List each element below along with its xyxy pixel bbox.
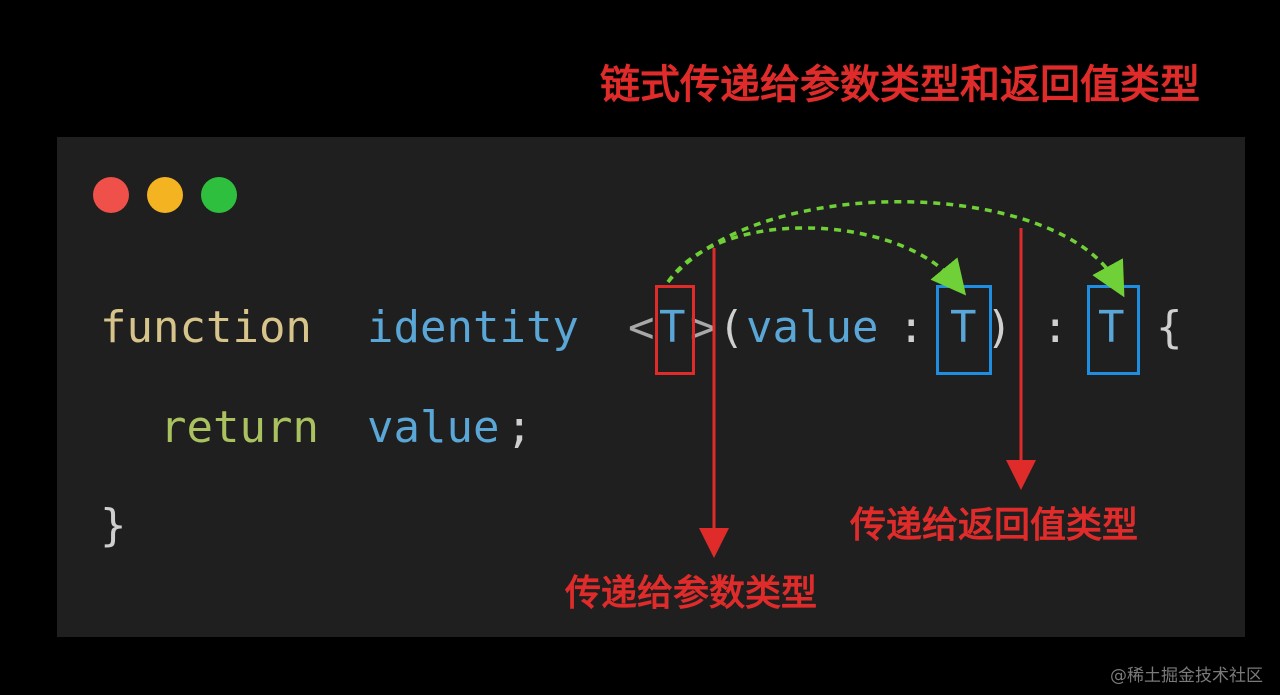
- keyword-function: function: [100, 302, 312, 353]
- code-window: [57, 137, 1245, 637]
- return-colon: :: [1042, 302, 1069, 353]
- return-type: T: [1098, 302, 1125, 353]
- keyword-return: return: [160, 402, 319, 453]
- brace-close: }: [100, 500, 127, 551]
- generic-type-highlight-box: [655, 285, 695, 375]
- paren-open: (: [718, 302, 745, 353]
- function-name: identity: [367, 302, 579, 353]
- arrow-generic-to-param: [666, 226, 967, 296]
- generic-type-parameter: T: [659, 302, 686, 353]
- watermark: @稀土掘金技术社区: [1110, 666, 1263, 686]
- diagram-title: 链式传递给参数类型和返回值类型: [600, 62, 1200, 108]
- param-colon: :: [898, 302, 925, 353]
- brace-open: {: [1156, 302, 1183, 353]
- return-value: value: [367, 402, 500, 453]
- annotation-to-return: 传递给返回值类型: [850, 505, 1139, 546]
- close-dot-icon: [93, 177, 129, 213]
- param-type: T: [950, 302, 977, 353]
- arrow-generic-to-return: [666, 200, 1125, 298]
- maximize-dot-icon: [201, 177, 237, 213]
- generic-open-bracket: <: [628, 302, 655, 353]
- minimize-dot-icon: [147, 177, 183, 213]
- semicolon: ;: [506, 402, 533, 453]
- annotation-to-param: 传递给参数类型: [565, 573, 818, 614]
- param-name: value: [746, 302, 879, 353]
